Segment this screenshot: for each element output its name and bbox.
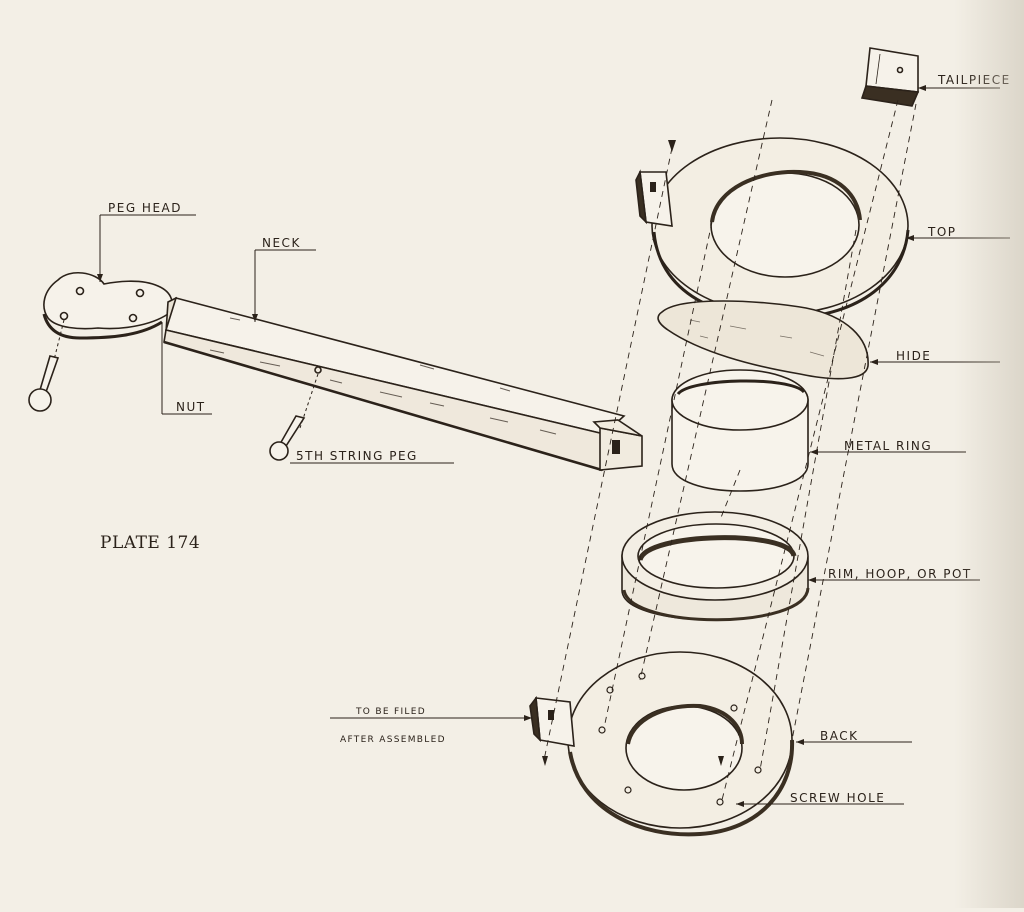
label-screw-hole: SCREW HOLE [790, 791, 885, 805]
peg-hole [59, 311, 69, 321]
peg-hole [128, 313, 138, 323]
label-nut: NUT [176, 400, 206, 414]
top-part [635, 137, 910, 320]
label-peg-head: PEG HEAD [108, 201, 182, 215]
leader-arrowheads [97, 85, 926, 807]
peg-head-shape [43, 272, 173, 330]
label-to-be-filed: TO BE FILED [355, 707, 426, 717]
fifth-string-peg-knob [269, 441, 289, 461]
tailpiece-part [860, 47, 920, 107]
neck-top-face [164, 297, 626, 435]
label-metal-ring: METAL RING [844, 439, 932, 453]
peg-hole [75, 286, 85, 296]
hide-part [657, 300, 869, 380]
tuning-peg [39, 355, 60, 394]
tuning-peg-knob [28, 388, 52, 412]
peg-head-edge [42, 313, 163, 340]
plate-number: PLATE 174 [100, 533, 200, 553]
label-fifth-string-peg: 5TH STRING PEG [296, 449, 418, 463]
peg-hole [135, 288, 145, 298]
fifth-peg-hole [314, 366, 322, 374]
metal-ring-part [671, 369, 809, 492]
label-hide: HIDE [896, 349, 931, 363]
label-tailpiece: TAILPIECE [937, 73, 1011, 87]
label-top: TOP [927, 225, 957, 239]
fifth-string-peg [278, 415, 306, 447]
banjo-neck-assembly [28, 272, 643, 472]
alignment-lines [543, 99, 917, 801]
label-rim: RIM, HOOP, OR POT [828, 567, 972, 581]
label-neck: NECK [262, 236, 301, 250]
label-back: BACK [820, 729, 858, 743]
label-after-assembled: AFTER ASSEMBLED [340, 735, 446, 745]
back-part [529, 651, 795, 837]
rim-part [621, 511, 810, 622]
neck-heel-slot [612, 440, 620, 454]
